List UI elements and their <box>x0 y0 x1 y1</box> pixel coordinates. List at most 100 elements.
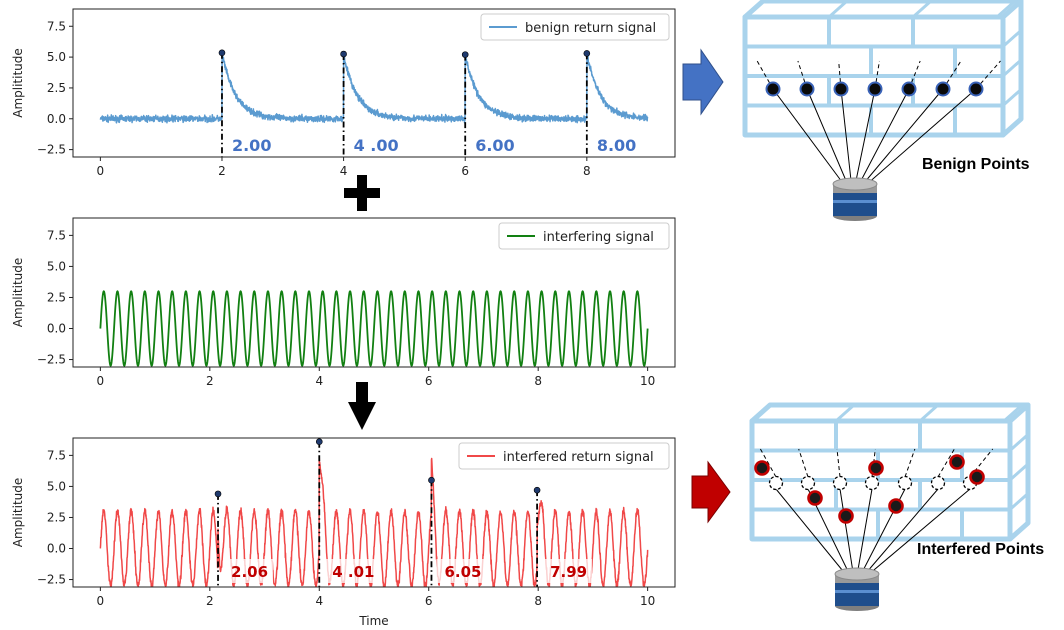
y-axis-label: Amplititude <box>11 48 25 118</box>
interfered-point <box>888 498 904 514</box>
missing-point <box>897 475 913 491</box>
lidar-ray <box>856 488 873 577</box>
lidar-ray-ext <box>942 60 962 90</box>
x-tick-label: 8 <box>583 164 591 178</box>
legend-box <box>480 13 670 41</box>
x-tick-label: 8 <box>534 374 542 388</box>
peak-annotation: 4 .01 <box>332 563 374 581</box>
peak-annotation: 7.99 <box>550 563 587 581</box>
x-tick-label: 8 <box>534 594 542 608</box>
x-tick-label: 10 <box>640 594 655 608</box>
x-tick-label: 2 <box>218 164 226 178</box>
lidar-ray-ext <box>798 448 809 478</box>
legend-box <box>458 442 670 470</box>
y-tick-label: 2.5 <box>47 290 66 304</box>
wall-side-mortar <box>1009 433 1029 452</box>
series-line <box>99 51 649 124</box>
y-tick-label: −2.5 <box>37 573 66 587</box>
lidar-ray-ext <box>937 448 955 478</box>
x-tick-label: 2 <box>206 594 214 608</box>
x-tick-label: 0 <box>97 594 105 608</box>
missing-point <box>800 475 816 491</box>
lidar-ray <box>866 488 971 577</box>
x-tick-label: 4 <box>315 594 323 608</box>
wall-top-joint <box>1003 403 1023 423</box>
y-tick-label: 7.5 <box>47 448 66 462</box>
lidar-ray <box>772 88 846 187</box>
benign-points-label: Benign Points <box>922 156 1030 173</box>
y-axis-label: Amplititude <box>11 258 25 328</box>
missing-point <box>768 475 784 491</box>
y-tick-label: −2.5 <box>37 143 66 157</box>
lidar-ray <box>864 88 977 187</box>
lidar-ray-ext <box>874 60 880 90</box>
interfered-wall-scene <box>749 402 1031 611</box>
peak-annotation: 6.00 <box>475 136 514 155</box>
benign-point <box>799 81 815 97</box>
y-tick-label: 0.0 <box>47 542 66 556</box>
right-arrow-blue-icon <box>682 48 724 116</box>
x-tick-label: 6 <box>425 594 433 608</box>
wall-top-joint <box>835 403 855 423</box>
interfered-point <box>807 490 823 506</box>
y-tick-label: 7.5 <box>47 19 66 33</box>
lidar-ray <box>840 88 853 187</box>
y-tick-label: 7.5 <box>47 228 66 242</box>
x-tick-label: 2 <box>206 374 214 388</box>
peak-marker <box>340 50 347 58</box>
interfered-point <box>969 469 985 485</box>
lidar-top <box>834 567 880 581</box>
y-tick-label: 0.0 <box>47 322 66 336</box>
lidar-ray-ext <box>759 448 777 478</box>
wall-side-mortar <box>1009 492 1029 511</box>
wall-side-mortar <box>1009 462 1029 482</box>
plot-frame <box>72 8 676 158</box>
x-tick-label: 6 <box>461 164 469 178</box>
missing-point <box>930 475 946 491</box>
peak-marker <box>583 50 591 57</box>
lidar-ray-ext <box>836 448 841 478</box>
peak-marker <box>461 51 469 58</box>
benign-point <box>765 81 781 97</box>
legend-label: interfering signal <box>543 230 654 245</box>
legend-label: benign return signal <box>525 21 656 36</box>
benign-wall-scene <box>742 0 1024 221</box>
peak-marker <box>214 490 222 498</box>
lidar-ray <box>854 88 876 187</box>
peak-annotation: 2.00 <box>232 136 271 155</box>
peak-annotation: 6.05 <box>444 563 481 581</box>
annotation-bg <box>324 559 375 583</box>
x-tick-label: 4 <box>340 164 348 178</box>
interfered-point <box>754 460 770 476</box>
wall-top-joint <box>996 0 1016 19</box>
lidar-band <box>835 590 879 593</box>
plot-frame <box>72 217 676 368</box>
lidar-ray-ext <box>908 60 921 90</box>
wall-top-joint <box>828 0 848 19</box>
series-line <box>99 290 649 367</box>
peak-annotation: 4 .00 <box>354 136 399 155</box>
y-tick-label: 2.5 <box>47 81 66 95</box>
annotation-bg <box>436 559 487 583</box>
y-tick-label: 5.0 <box>47 479 66 493</box>
benign-point <box>968 81 984 97</box>
lidar-ray-ext <box>904 448 916 478</box>
peak-annotation: 2.06 <box>231 563 268 581</box>
benign-point <box>833 81 849 97</box>
missing-point <box>832 475 848 491</box>
benign-point <box>867 81 883 97</box>
lidar-ray <box>839 488 855 577</box>
plot-frame <box>72 437 676 588</box>
peak-marker <box>218 49 226 57</box>
wall-side-mortar <box>1002 88 1022 107</box>
legend-label: interfered return signal <box>503 450 654 465</box>
peak-annotation: 8.00 <box>597 136 636 155</box>
benign-point <box>901 81 917 97</box>
lidar-ray <box>775 488 848 577</box>
x-axis-label: Time <box>358 614 388 628</box>
annotation-bg <box>542 559 593 583</box>
missing-point <box>864 475 880 491</box>
down-arrow-icon <box>348 382 376 430</box>
